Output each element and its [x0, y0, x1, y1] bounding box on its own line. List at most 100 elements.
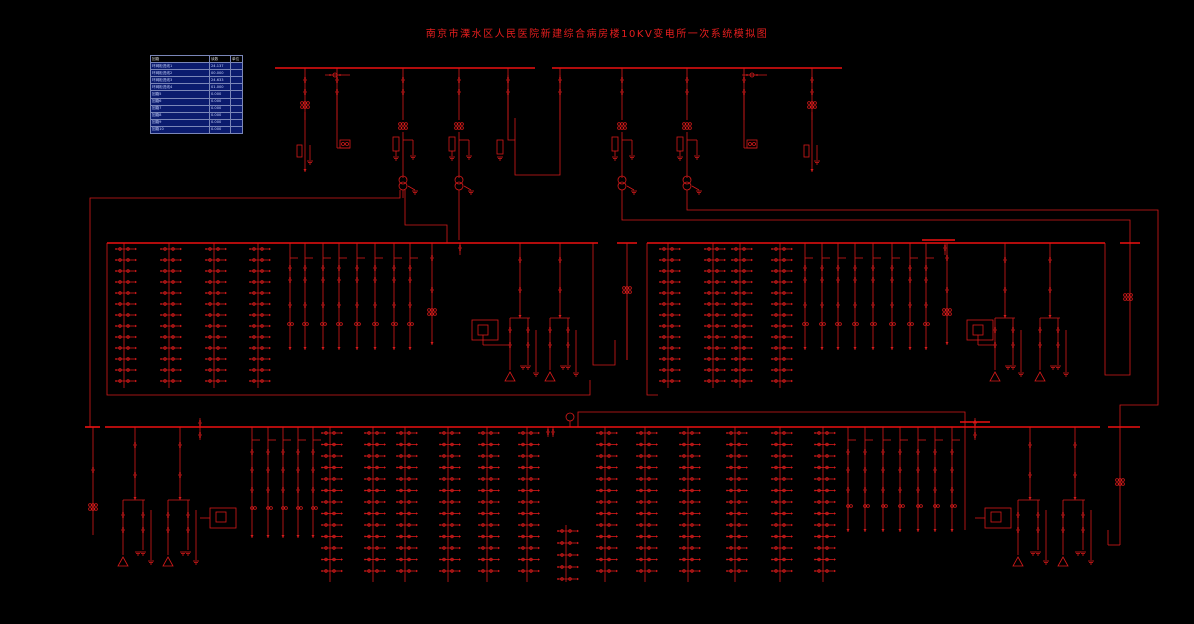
contact-dot — [267, 491, 269, 493]
drawer-symbol — [707, 335, 711, 339]
tx-neutral — [691, 185, 700, 191]
drawer-symbol — [216, 368, 220, 372]
contact-dot — [804, 265, 806, 267]
contact-dot — [636, 466, 638, 469]
contact-dot — [322, 277, 324, 279]
drawer-symbol — [607, 431, 611, 435]
ct-symbol — [1126, 297, 1130, 301]
ct-symbol — [617, 122, 621, 126]
contact-dot — [289, 281, 291, 283]
drawer-symbol — [521, 442, 525, 447]
arrow-mark — [791, 466, 793, 469]
contact-dot — [364, 547, 366, 549]
drawer-symbol — [670, 335, 674, 339]
contact-dot — [478, 478, 480, 480]
arrow-mark — [384, 477, 386, 481]
drawer-symbol — [399, 534, 403, 539]
drawer-symbol — [260, 379, 264, 383]
drawer-symbol — [216, 313, 220, 317]
contact-dot — [704, 259, 706, 261]
contact-dot — [909, 269, 911, 271]
contact-dot — [1017, 512, 1019, 514]
contact-dot — [249, 314, 251, 316]
drawer-symbol — [662, 324, 666, 328]
drawer-symbol — [489, 546, 493, 550]
arrow-mark — [656, 500, 658, 504]
contact-dot — [771, 466, 773, 469]
drawer-symbol — [607, 454, 611, 458]
drawer-symbol — [782, 511, 786, 516]
arrow-mark — [791, 443, 793, 446]
drawer-symbol — [118, 357, 122, 361]
contact-dot — [1029, 446, 1031, 448]
contact-dot — [321, 443, 323, 446]
arrow-mark — [791, 346, 793, 350]
drawer-symbol — [774, 379, 778, 383]
contact-dot — [92, 467, 94, 469]
ct-symbol — [398, 126, 402, 130]
contact-dot — [1057, 331, 1059, 333]
drawer-symbol — [332, 488, 336, 493]
contact-dot — [679, 432, 681, 434]
arrow-mark — [791, 489, 793, 492]
contact-dot — [679, 558, 681, 561]
contact-dot — [679, 443, 681, 446]
arrow-mark — [269, 291, 271, 295]
contact-dot — [199, 420, 201, 422]
ct-symbol — [1123, 297, 1127, 301]
contact-dot — [771, 248, 773, 250]
contact-dot — [439, 489, 441, 492]
ct-symbol — [622, 286, 626, 290]
drawer-symbol — [481, 488, 485, 493]
drawer-symbol — [375, 477, 379, 481]
drawer-symbol — [171, 357, 175, 361]
arrow-mark — [180, 357, 182, 361]
contact-dot — [559, 261, 561, 263]
drawer-symbol — [662, 258, 666, 262]
drawer-symbol — [639, 431, 643, 435]
capacitor-cabinet — [471, 319, 499, 341]
contact-dot — [726, 432, 728, 434]
drawer-symbol — [489, 569, 493, 573]
arrow-mark — [384, 512, 386, 515]
contact-dot — [872, 306, 874, 308]
contact-dot — [864, 467, 866, 469]
drawer-symbol — [729, 546, 733, 550]
contact-dot — [704, 325, 706, 327]
drawer-symbol — [607, 465, 611, 470]
contact-dot — [731, 303, 733, 305]
contact-dot — [409, 265, 411, 267]
arrow-mark — [724, 313, 726, 317]
drawer-symbol — [737, 454, 741, 458]
drawer-symbol — [825, 477, 829, 481]
contact-dot — [160, 336, 162, 338]
arrow-mark — [751, 357, 753, 361]
drawer-symbol — [782, 247, 786, 251]
arrow-mark — [791, 535, 793, 538]
contact-dot — [115, 314, 117, 316]
drawer-symbol — [529, 488, 533, 493]
drawer-symbol — [442, 511, 446, 516]
arrow-mark — [498, 431, 500, 435]
contact-dot — [951, 487, 953, 489]
drawer-symbol — [690, 431, 694, 435]
drawer-symbol — [407, 546, 411, 550]
drawer-symbol — [163, 247, 167, 251]
contact-dot — [402, 81, 404, 83]
contact-dot — [659, 336, 661, 338]
arrow-mark — [269, 324, 271, 328]
contact-dot — [396, 524, 398, 526]
arrow-mark — [180, 291, 182, 295]
contact-dot — [187, 512, 189, 514]
contact-dot — [659, 325, 661, 327]
contact-dot — [771, 380, 773, 382]
drawer-symbol — [662, 379, 666, 383]
contact-dot — [160, 292, 162, 294]
contact-dot — [771, 281, 773, 283]
contact-dot — [519, 257, 521, 259]
contact-dot — [312, 453, 314, 455]
arrow-mark — [459, 466, 461, 469]
contact-dot — [925, 281, 927, 283]
contact-dot — [659, 314, 661, 316]
